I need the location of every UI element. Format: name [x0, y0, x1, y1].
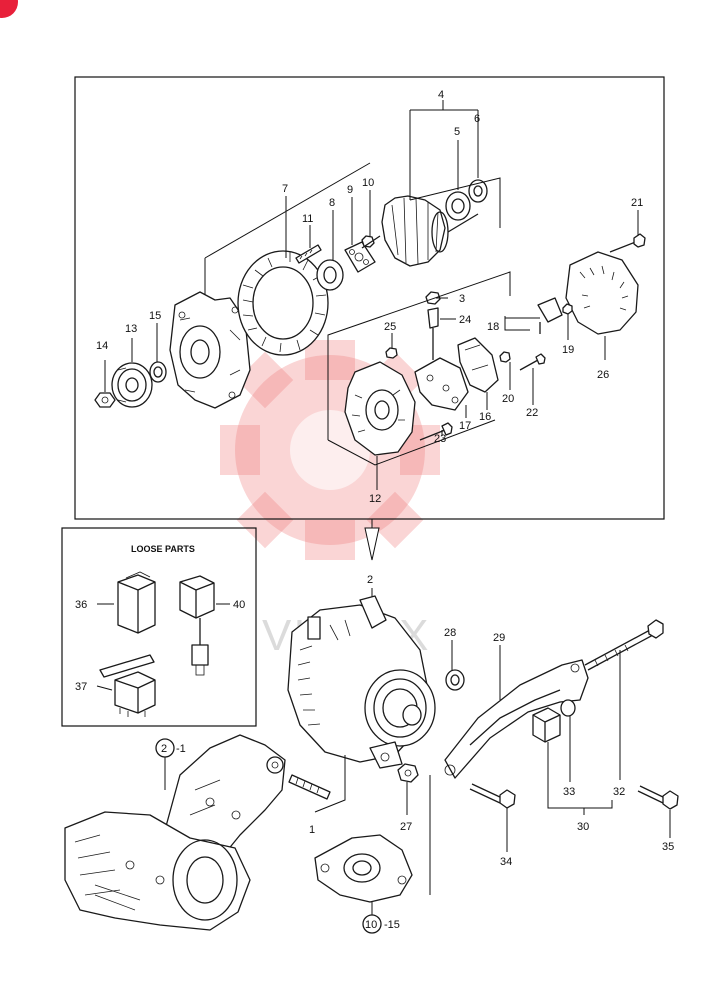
ref-a-circle: 2 — [161, 743, 167, 755]
callout-30: 30 — [577, 821, 589, 833]
bolt-part-21 — [609, 233, 646, 253]
leader-rear-group — [327, 271, 511, 440]
callout-14: 14 — [96, 340, 108, 352]
callout-34: 34 — [500, 856, 512, 868]
callout-26: 26 — [597, 369, 609, 381]
rectifier-part-17 — [414, 357, 469, 411]
leader-18a — [504, 316, 530, 331]
callout-27: 27 — [400, 821, 412, 833]
exploded-view-frame — [74, 76, 665, 520]
bolt-part-35 — [637, 785, 679, 810]
callout-13: 13 — [125, 323, 137, 335]
leader-shaft — [409, 177, 501, 228]
nut-part-27 — [397, 763, 419, 783]
reference-2-1: 2 -1 — [155, 738, 186, 790]
callout-5: 5 — [454, 126, 460, 138]
bolt-part-23 — [419, 422, 453, 441]
callout-36: 36 — [75, 599, 87, 611]
nut-part-3 — [425, 291, 441, 305]
block-part-33 — [532, 699, 576, 743]
callout-16: 16 — [479, 411, 491, 423]
collar-part-6 — [468, 179, 488, 203]
callout-40: 40 — [233, 599, 245, 611]
controller-part-40 — [179, 575, 215, 676]
callout-12: 12 — [369, 493, 381, 505]
rotor-assembly — [361, 195, 479, 267]
bolt-part-34 — [469, 783, 516, 809]
nut-part-19 — [562, 303, 573, 315]
callout-6: 6 — [474, 113, 480, 125]
spacer-part-15 — [149, 361, 167, 383]
callout-9: 9 — [347, 184, 353, 196]
assembly-arrow — [364, 519, 380, 561]
pulley-part-13 — [111, 362, 153, 408]
plate-part-9 — [344, 241, 376, 273]
relay-part-37 — [99, 654, 156, 717]
leader-30 — [547, 742, 613, 809]
ref-a-suffix: -1 — [176, 743, 186, 755]
leader-1 — [314, 755, 346, 813]
alternator-assembly-part-2 — [287, 595, 436, 769]
callout-37: 37 — [75, 681, 87, 693]
callout-20: 20 — [502, 393, 514, 405]
ref-b-suffix: -15 — [384, 919, 400, 931]
relay-part-36 — [117, 571, 156, 634]
callout-15: 15 — [149, 310, 161, 322]
callout-35: 35 — [662, 841, 674, 853]
nut-part-14 — [94, 392, 116, 408]
callout-2: 2 — [367, 574, 373, 586]
lower-mount-bracket — [314, 834, 413, 903]
reference-10-15: 10 -15 — [362, 914, 400, 934]
callout-10: 10 — [362, 177, 374, 189]
callout-33: 33 — [563, 786, 575, 798]
callout-19: 19 — [562, 344, 574, 356]
engine-block — [64, 811, 251, 931]
rear-housing-part-12 — [344, 361, 416, 456]
spacer-part-28 — [445, 669, 465, 691]
callout-22: 22 — [526, 407, 538, 419]
bearing-part-8 — [316, 259, 344, 291]
callout-29: 29 — [493, 632, 505, 644]
leader-group-7-10 — [204, 162, 371, 259]
callout-4: 4 — [438, 89, 444, 101]
callout-28: 28 — [444, 627, 456, 639]
stud-part-1 — [288, 774, 331, 800]
callout-21: 21 — [631, 197, 643, 209]
screw-part-22 — [519, 353, 546, 371]
regulator-part-16 — [457, 337, 499, 393]
bolt-part-32 — [584, 619, 664, 671]
leader-rear-group-bottom — [327, 419, 496, 466]
rear-cover-part-26 — [565, 251, 639, 335]
callout-8: 8 — [329, 197, 335, 209]
callout-1: 1 — [309, 824, 315, 836]
callout-23: 23 — [434, 433, 446, 445]
leader-37 — [96, 685, 113, 691]
nut-part-20 — [499, 351, 511, 363]
nut-part-25 — [385, 347, 398, 359]
callout-11: 11 — [302, 213, 313, 225]
callout-3: 3 — [459, 293, 465, 305]
ref-b-circle: 10 — [365, 919, 377, 931]
stud-part-11 — [295, 244, 322, 264]
loose-parts-frame — [61, 527, 257, 727]
callout-32: 32 — [613, 786, 625, 798]
front-housing — [169, 291, 251, 409]
loose-parts-title: LOOSE PARTS — [131, 544, 195, 554]
callout-7: 7 — [282, 183, 288, 195]
callout-25: 25 — [384, 321, 396, 333]
callout-24: 24 — [459, 314, 471, 326]
bearing-part-5 — [445, 191, 471, 221]
corner-marker-icon — [0, 0, 18, 18]
terminal-part-18 — [537, 297, 563, 334]
callout-17: 17 — [459, 420, 471, 432]
callout-18: 18 — [487, 321, 499, 333]
insulator-part-24 — [427, 307, 439, 360]
watermark-gear-icon — [220, 340, 440, 560]
adjuster-bracket-part-29 — [444, 659, 589, 779]
stator-part-7 — [237, 250, 329, 356]
